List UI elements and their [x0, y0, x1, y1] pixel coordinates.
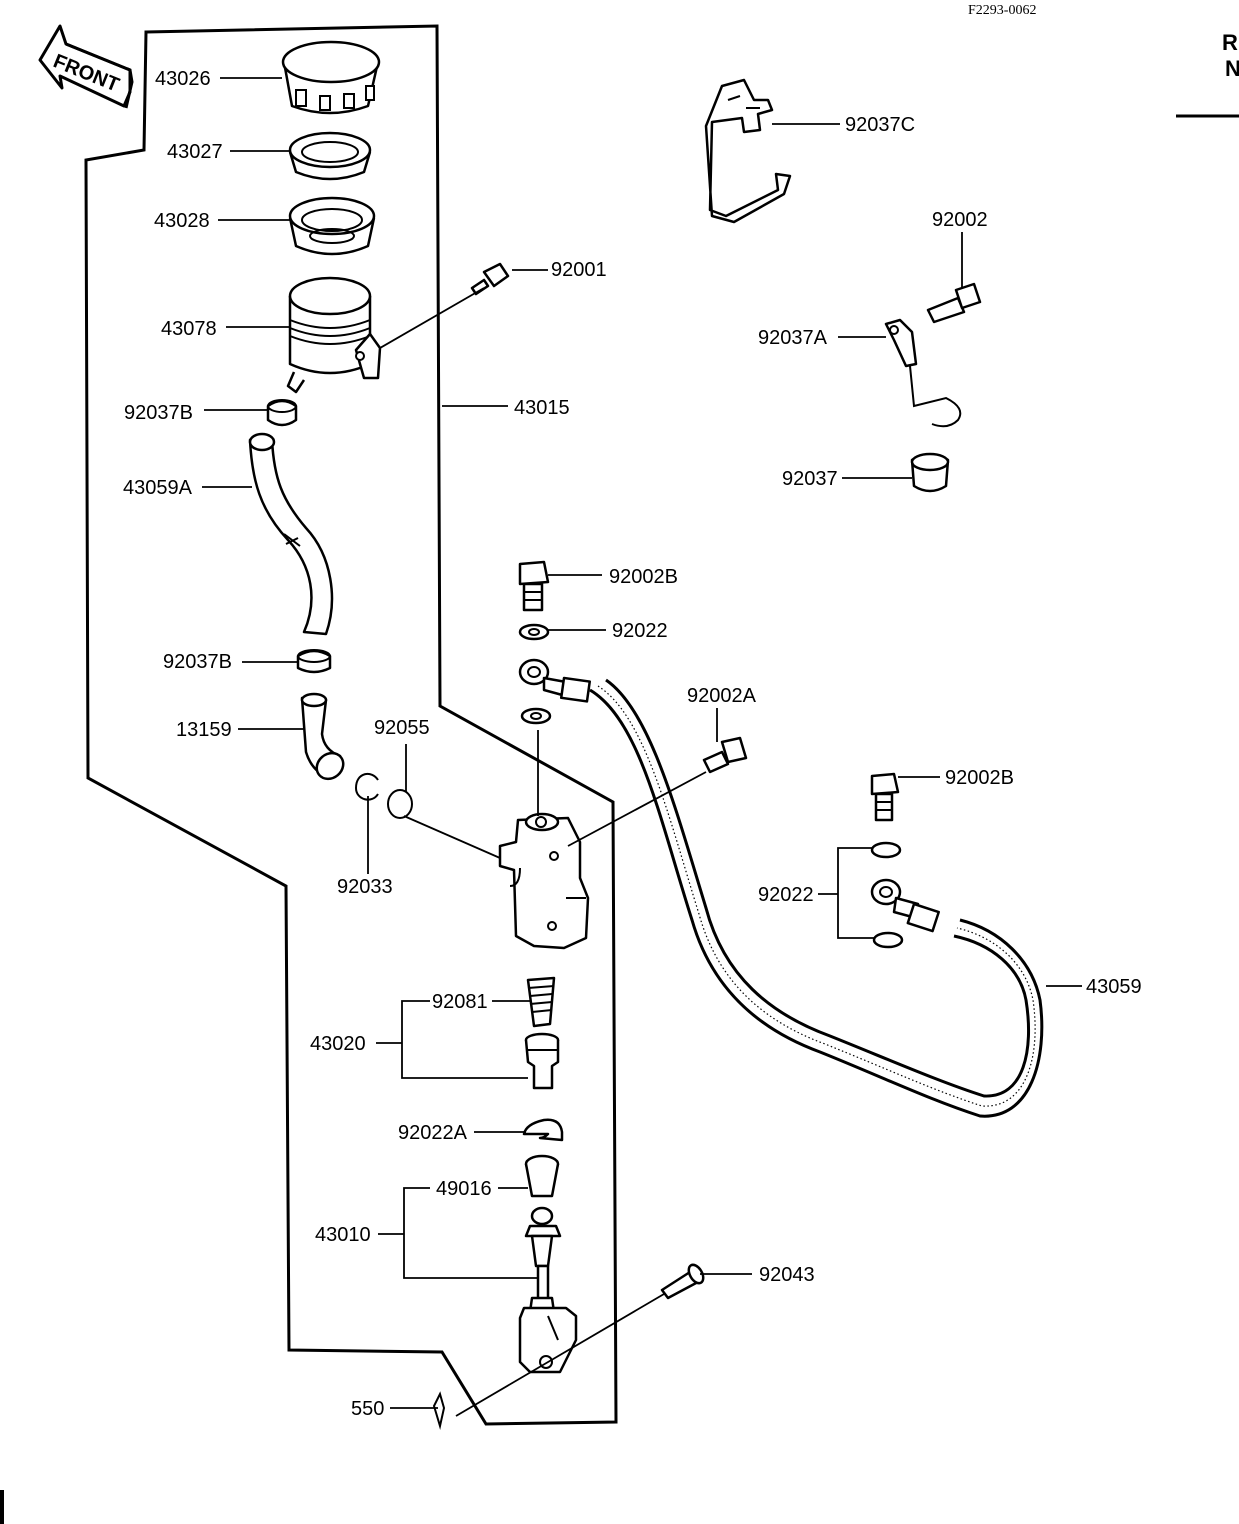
bolt-92002 — [926, 282, 982, 324]
label-13159: 13159 — [176, 719, 232, 741]
label-43059a: 43059A — [123, 477, 193, 499]
washer-right-2 — [872, 931, 904, 949]
clevis-pin — [660, 1263, 705, 1300]
reservoir-hose — [248, 432, 334, 636]
leader-lines — [202, 77, 1082, 1417]
label-49016: 49016 — [436, 1178, 492, 1200]
banjo-bolt-right — [870, 772, 900, 822]
hose-clamp-lower — [296, 649, 332, 674]
circlip — [354, 772, 379, 801]
c-clip — [522, 1118, 564, 1142]
label-43078: 43078 — [161, 318, 217, 340]
label-43026: 43026 — [155, 68, 211, 90]
label-92037b-lower: 92037B — [163, 651, 232, 673]
reservoir-body — [286, 276, 382, 394]
brake-hose — [589, 678, 1044, 1118]
washer-right-1 — [870, 841, 902, 859]
label-92022-upper: 92022 — [612, 620, 668, 642]
drawing-code: F2293-0062 — [968, 3, 1036, 18]
banjo-fitting-upper — [518, 658, 591, 703]
screw-92001 — [470, 262, 510, 296]
assembly-boundary — [84, 24, 618, 1426]
label-92037: 92037 — [782, 468, 838, 490]
washer-upper-2-hole — [530, 712, 542, 720]
label-43028: 43028 — [154, 210, 210, 232]
label-92033: 92033 — [337, 876, 393, 898]
washer-upper-2 — [520, 707, 552, 725]
label-92055: 92055 — [374, 717, 430, 739]
label-92081: 92081 — [432, 991, 488, 1013]
label-92001: 92001 — [551, 259, 607, 281]
label-43010: 43010 — [315, 1224, 371, 1246]
o-ring — [387, 789, 413, 819]
boot — [524, 1154, 560, 1198]
elbow-fitting — [300, 692, 345, 781]
bolt-92002a — [702, 736, 748, 774]
label-92037c: 92037C — [845, 114, 915, 136]
bracket-92037a — [884, 318, 962, 428]
corner-text-r: R — [1222, 30, 1238, 55]
label-92002b-right: 92002B — [945, 767, 1014, 789]
banjo-fitting-right — [870, 878, 940, 933]
front-arrow-icon: FRONT — [38, 24, 134, 109]
label-92002a: 92002A — [687, 685, 757, 707]
label-92043: 92043 — [759, 1264, 815, 1286]
label-92037b-upper: 92037B — [124, 402, 193, 424]
push-rod — [524, 1206, 562, 1314]
label-92002b-upper: 92002B — [609, 566, 678, 588]
bracket-92037c — [704, 78, 792, 224]
hose-clamp-upper — [266, 399, 298, 427]
grommet-92037 — [910, 452, 950, 493]
label-92022a: 92022A — [398, 1122, 468, 1144]
corner-text-n: N — [1225, 56, 1239, 81]
cotter-pin — [432, 1391, 446, 1430]
washer-upper-1-hole — [528, 628, 540, 636]
label-92022-right: 92022 — [758, 884, 814, 906]
diaphragm — [288, 196, 376, 256]
washer-upper-1 — [518, 623, 550, 641]
master-cylinder-body — [498, 812, 590, 950]
piston — [524, 1032, 560, 1090]
spring — [526, 976, 556, 1028]
label-43027: 43027 — [167, 141, 223, 163]
part-labels: 43026 43027 43028 92001 43078 92037B 430… — [123, 68, 1142, 1420]
banjo-bolt-upper — [518, 560, 550, 612]
diaphragm-plate — [288, 131, 372, 181]
label-550: 550 — [351, 1398, 384, 1420]
label-43015: 43015 — [514, 397, 570, 419]
reservoir-cap — [281, 40, 381, 115]
label-92037a: 92037A — [758, 327, 828, 349]
label-43059: 43059 — [1086, 976, 1142, 998]
label-43020: 43020 — [310, 1033, 366, 1055]
label-92002: 92002 — [932, 209, 988, 231]
